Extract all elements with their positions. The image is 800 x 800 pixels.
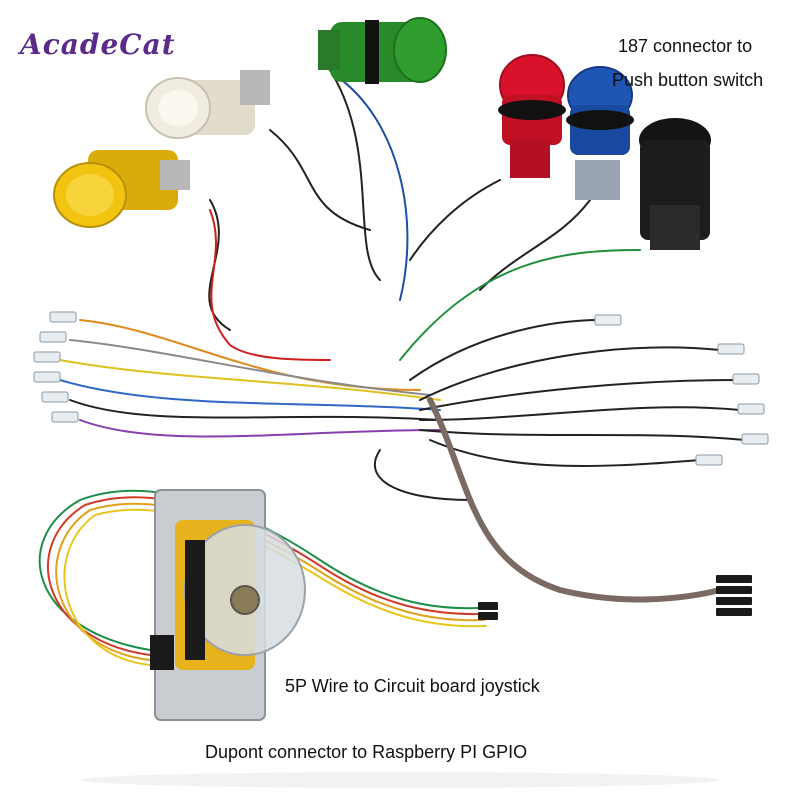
red-push-button bbox=[498, 54, 566, 178]
dupont-caption: Dupont connector to Raspberry PI GPIO bbox=[205, 742, 528, 762]
yellow-push-button bbox=[53, 150, 190, 228]
black-push-button bbox=[639, 118, 711, 250]
right-terminal-connectors bbox=[594, 314, 769, 466]
green-push-button bbox=[318, 17, 447, 84]
left-terminal-connectors bbox=[33, 311, 79, 423]
dupont-connectors bbox=[478, 575, 752, 620]
white-push-button bbox=[145, 70, 270, 139]
blue-push-button bbox=[566, 66, 634, 200]
brand-logo: AcadeCat bbox=[20, 28, 176, 61]
push-button-caption-line2: Push button switch bbox=[612, 70, 764, 90]
push-button-caption-line1: 187 connector to bbox=[618, 36, 753, 56]
joystick bbox=[150, 489, 306, 721]
joystick-wire-caption: 5P Wire to Circuit board joystick bbox=[285, 676, 540, 696]
